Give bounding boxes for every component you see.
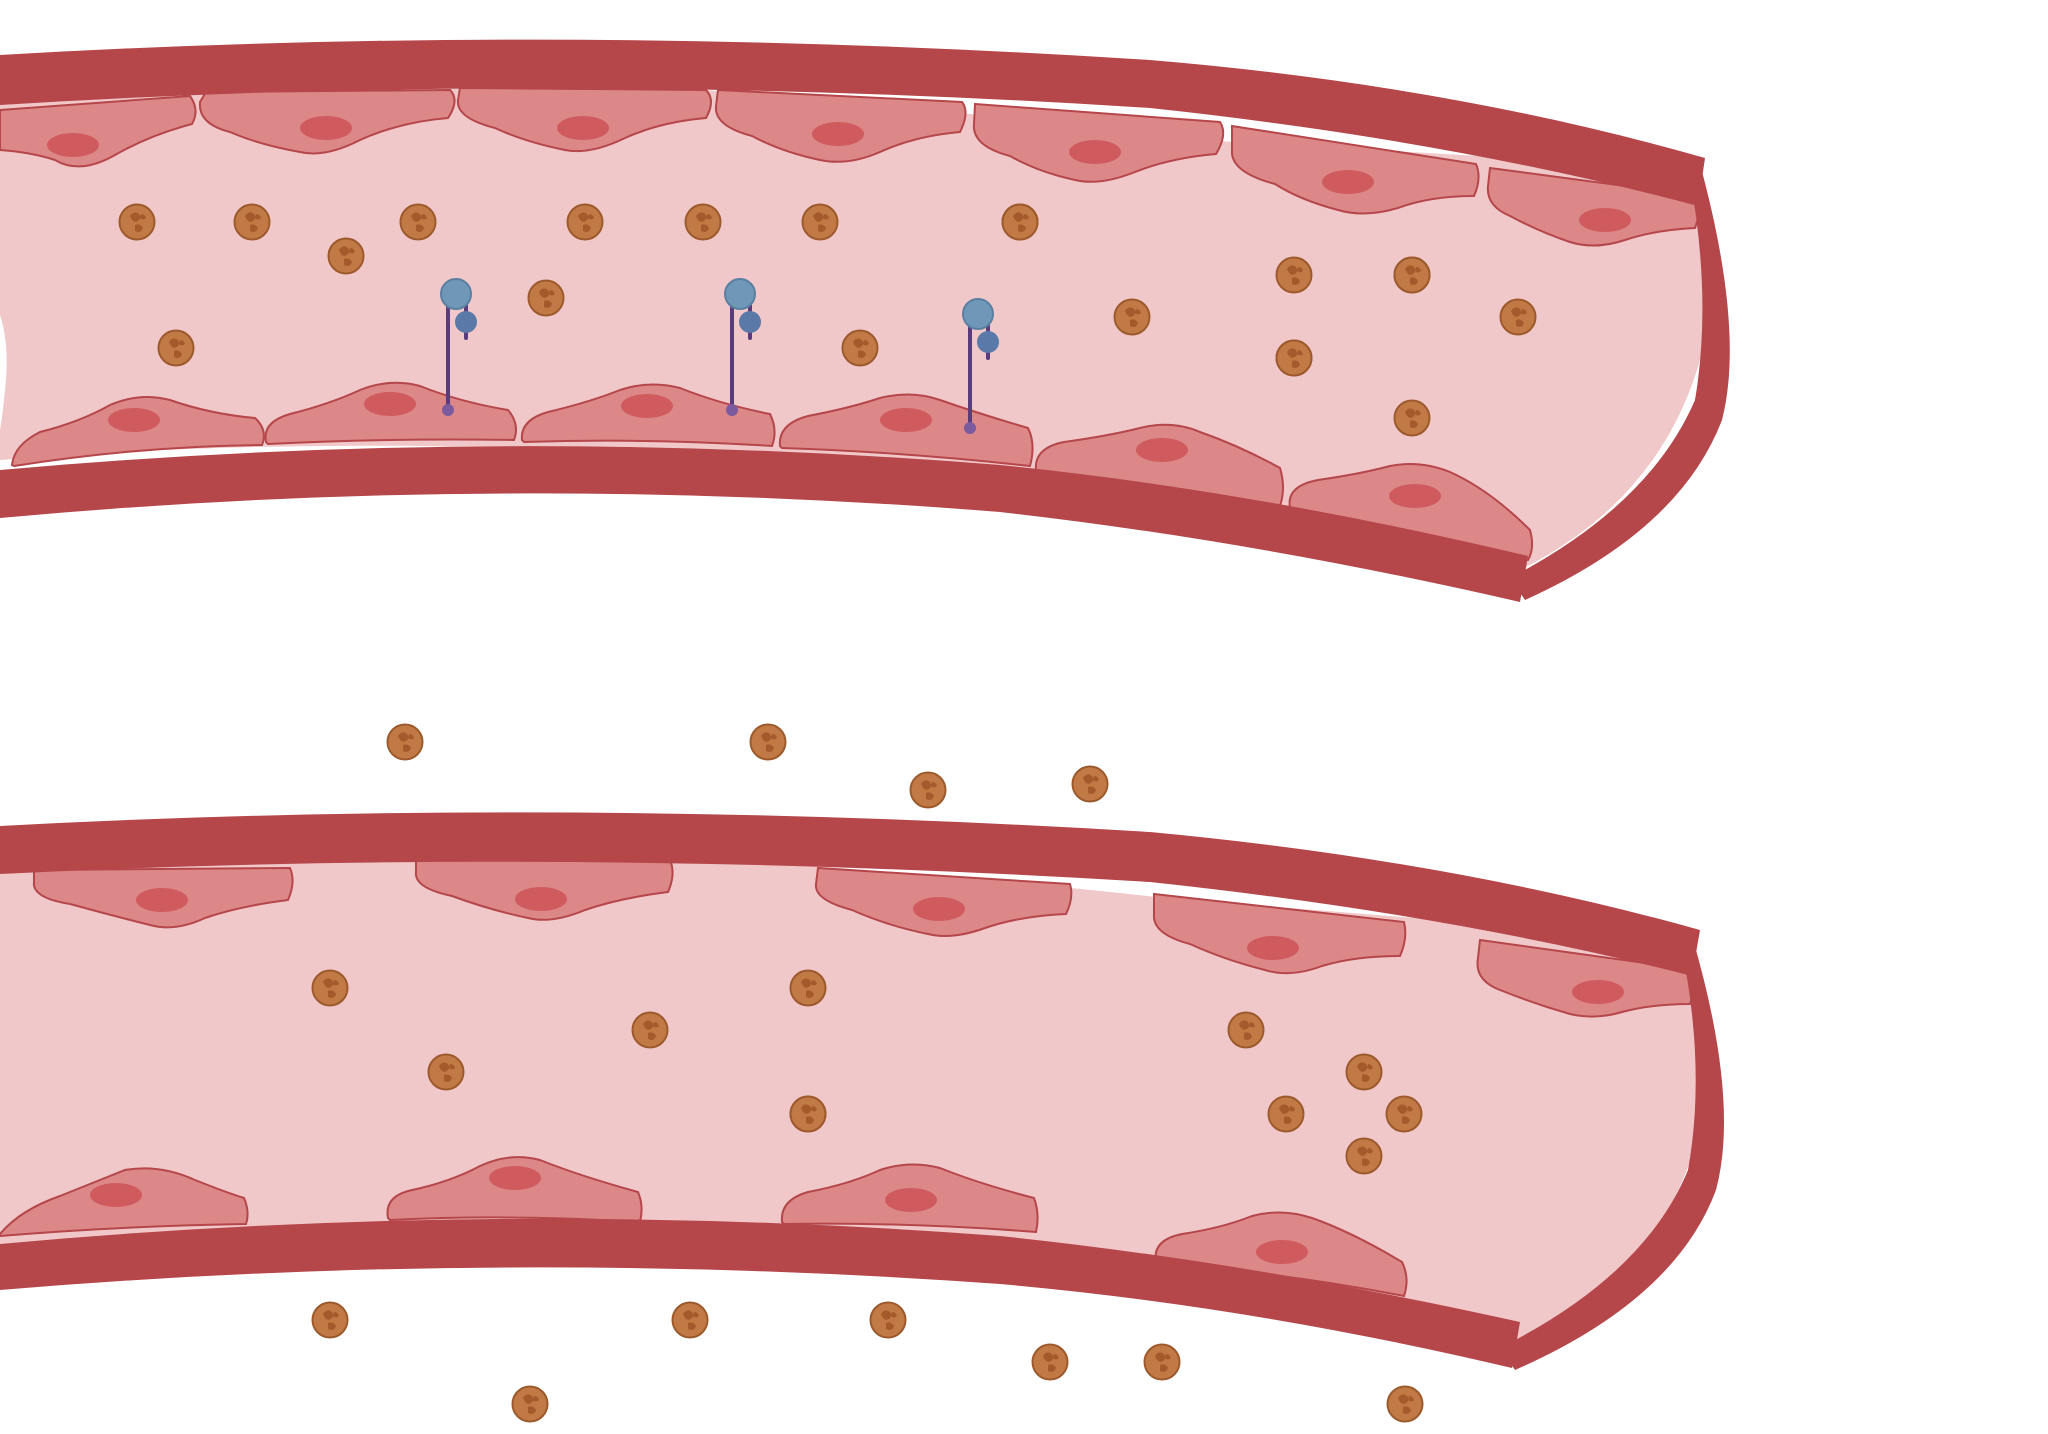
leukocyte-icon (1393, 256, 1431, 294)
leukocyte-icon (311, 1301, 349, 1339)
cell-nucleus (1572, 980, 1624, 1004)
leukocyte-icon (527, 279, 565, 317)
leukocyte-icon (1071, 765, 1109, 803)
leukocyte-icon (1227, 1011, 1265, 1049)
leukocyte-icon (566, 203, 604, 241)
adhesion-receptor-icon (724, 278, 761, 416)
top-vessel-endothelium-lower (10, 381, 1534, 562)
leukocyte-icon (427, 1053, 465, 1091)
leukocyte-icon (684, 203, 722, 241)
cell-nucleus (1389, 484, 1441, 508)
cell-nucleus (885, 1188, 937, 1212)
cell-nucleus (364, 392, 416, 416)
cell-nucleus (557, 116, 609, 140)
leukocyte-icon (671, 1301, 709, 1339)
cell-nucleus (1136, 438, 1188, 462)
leukocyte-icon (841, 329, 879, 367)
leukocyte-icon (386, 723, 424, 761)
receptor-head (962, 298, 994, 330)
leukocyte-icon (1386, 1385, 1424, 1423)
top-vessel-lumen (0, 74, 1706, 571)
receptor-anchor (726, 404, 738, 416)
cell-nucleus (515, 887, 567, 911)
leukocyte-icon (1001, 203, 1039, 241)
bottom-vessel (0, 723, 1724, 1423)
bottom-vessel-lower-wall (0, 1218, 1520, 1368)
bottom-vessel-end-wall (1500, 936, 1724, 1370)
leukocyte-icon (118, 203, 156, 241)
leukocyte-icon (399, 203, 437, 241)
top-vessel-end-wall (1510, 164, 1730, 600)
cell-nucleus (47, 133, 99, 157)
leukocyte-icon (1385, 1095, 1423, 1133)
leukocyte-icon (1345, 1137, 1383, 1175)
leukocyte-icon (1275, 339, 1313, 377)
receptor-anchor (442, 404, 454, 416)
top-vessel-upper-wall (0, 39, 1705, 206)
cell-nucleus (1256, 1240, 1308, 1264)
leukocyte-icon (789, 969, 827, 1007)
receptor-head (724, 278, 756, 310)
top-vessel-left-opening (0, 315, 7, 430)
leukocyte-icon (1275, 256, 1313, 294)
leukocyte-icon (1143, 1343, 1181, 1381)
leukocyte-icon (1031, 1343, 1069, 1381)
endothelial-cell (1230, 124, 1480, 215)
leukocyte-icon (1393, 399, 1431, 437)
cell-nucleus (108, 408, 160, 432)
leukocyte-icon (869, 1301, 907, 1339)
receptor-ligand (739, 311, 761, 333)
receptor-ligand (455, 311, 477, 333)
top-vessel (0, 39, 1730, 602)
leukocyte-icon (801, 203, 839, 241)
leukocyte-icon (909, 771, 947, 809)
receptors-group (440, 278, 999, 434)
top-vessel-endothelium-upper (0, 86, 1702, 247)
cell-nucleus (1247, 936, 1299, 960)
adhesion-receptor-icon (440, 278, 477, 416)
cell-nucleus (880, 408, 932, 432)
cell-nucleus (489, 1166, 541, 1190)
adhesion-receptor-icon (962, 298, 999, 434)
cell-nucleus (300, 116, 352, 140)
leukocyte-icon (789, 1095, 827, 1133)
cell-nucleus (1069, 140, 1121, 164)
bottom-vessel-upper-wall (0, 812, 1700, 976)
cell-nucleus (1579, 208, 1631, 232)
cell-nucleus (1322, 170, 1374, 194)
leukocyte-icon (749, 723, 787, 761)
cell-nucleus (621, 394, 673, 418)
bottom-vessel-lumen (0, 848, 1706, 1360)
leukocyte-icon (1345, 1053, 1383, 1091)
leukocyte-icon (1267, 1095, 1305, 1133)
receptor-ligand (977, 331, 999, 353)
leukocyte-icon (1113, 298, 1151, 336)
endothelial-cell (1486, 166, 1702, 247)
top-vessel-lower-wall (0, 446, 1528, 602)
cell-nucleus (90, 1183, 142, 1207)
leukocyte-icon (233, 203, 271, 241)
receptor-anchor (964, 422, 976, 434)
leukocyte-icon (511, 1385, 549, 1423)
leukocyte-icon (157, 329, 195, 367)
receptor-head (440, 278, 472, 310)
leukocyte-icon (327, 237, 365, 275)
bottom-vessel-endothelium-upper (32, 856, 1697, 1018)
bottom-vessel-endothelium-lower (0, 1156, 1408, 1298)
cell-nucleus (913, 897, 965, 921)
endothelial-cell (1152, 892, 1407, 975)
leukocyte-icon (311, 969, 349, 1007)
cell-nucleus (812, 122, 864, 146)
cell-nucleus (136, 888, 188, 912)
leukocyte-icon (1499, 298, 1537, 336)
leukocyte-icon (631, 1011, 669, 1049)
